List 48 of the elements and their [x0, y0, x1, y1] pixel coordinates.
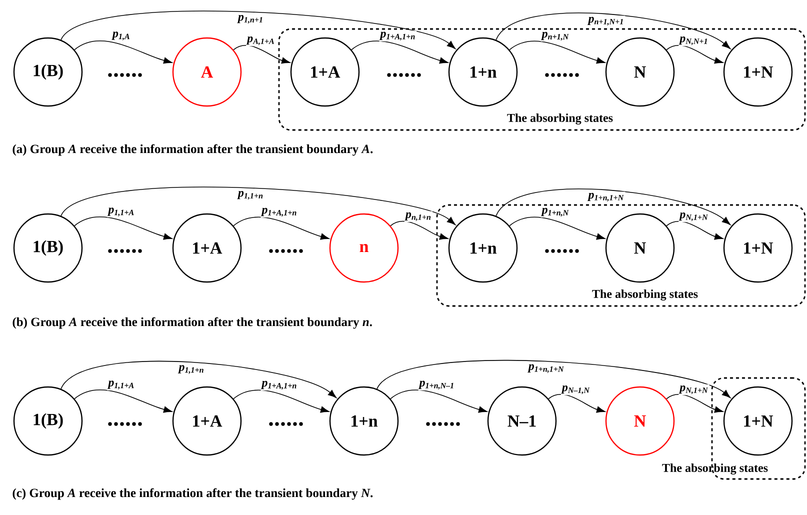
arrow	[666, 44, 724, 64]
region-label: The absorbing states	[507, 114, 613, 124]
edge-label: p$_{n+1,N+1}$	[587, 16, 626, 26]
arrow	[376, 360, 731, 398]
arrow	[60, 10, 456, 50]
arrow	[509, 40, 606, 64]
edge-label: p$_{1,1+A}$	[107, 206, 136, 218]
edge-label: p$_{1+A,1+n}$	[260, 206, 298, 218]
arrow	[390, 390, 488, 413]
caption: (b) Group A receive the information after the transient boundary n.	[12, 317, 372, 329]
edge-label: p$_{N,1+N}$	[678, 384, 710, 396]
edge-label: p$_{N–1,N}$	[560, 384, 591, 396]
arrow	[666, 394, 724, 413]
edge-label: p$_{A,1+A}$	[246, 35, 276, 46]
arrow	[496, 188, 731, 226]
edge-label: p$_{1+n,1+N}$	[587, 192, 626, 202]
edge-label: p$_{n+1,N}$	[540, 30, 570, 42]
arrow	[548, 394, 606, 413]
arrow	[60, 360, 337, 398]
arrow	[666, 220, 724, 240]
arrow	[74, 390, 172, 413]
arrow	[509, 216, 606, 240]
arrow	[390, 220, 448, 240]
edge-label: p$_{1+n,N}$	[540, 206, 570, 218]
edge-label: p$_{1,A}$	[111, 30, 132, 42]
edge-label: p$_{1,1+n}$	[236, 190, 264, 201]
arrow	[351, 40, 448, 64]
edge-label: p$_{1,1+n}$	[178, 364, 206, 375]
arrow	[60, 186, 456, 226]
caption: (a) Group A receive the information after the transient boundary A.	[12, 144, 373, 156]
edge-label: p$_{1+n,N–1}$	[418, 380, 456, 390]
edge-label: p$_{1,1+A}$	[107, 380, 136, 390]
edge-label: p$_{1+n,1+N}$	[527, 363, 566, 374]
arrow	[233, 216, 330, 240]
arrow	[74, 40, 172, 64]
edge-label: p$_{N,1+N}$	[678, 211, 710, 222]
region-label: The absorbing states	[662, 464, 768, 474]
caption: (c) Group A receive the information after the transient boundary N.	[12, 488, 373, 500]
edge-label: p$_{n,1+n}$	[404, 211, 432, 222]
edge-label: p$_{N,N+1}$	[678, 35, 710, 46]
arrow	[496, 12, 731, 50]
arrow	[233, 390, 330, 413]
edge-label: p$_{1+A,1+n}$	[379, 30, 417, 42]
arrow	[74, 216, 172, 240]
edge-label: p$_{1,n+1}$	[236, 14, 264, 25]
region-label: The absorbing states	[592, 290, 698, 300]
edge-label: p$_{1+A,1+n}$	[260, 380, 298, 391]
arrow	[233, 44, 290, 64]
